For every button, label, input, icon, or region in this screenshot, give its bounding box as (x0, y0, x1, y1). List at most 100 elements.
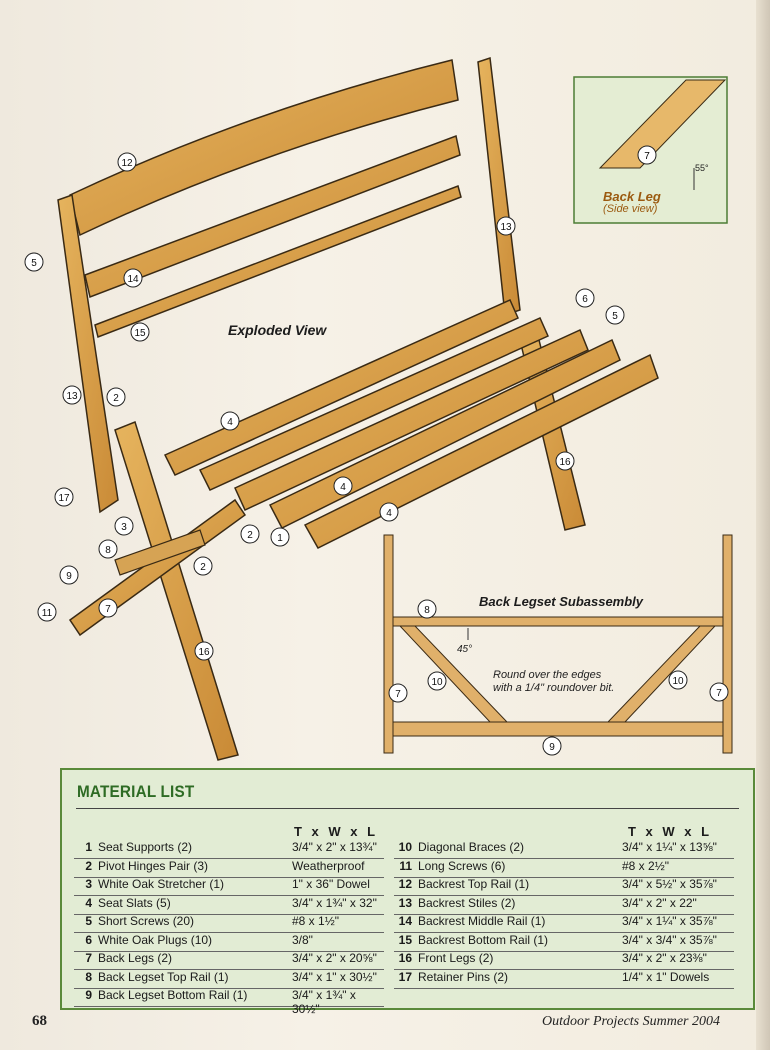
part-number: 16 (398, 951, 412, 965)
svg-text:6: 6 (582, 294, 588, 305)
part-name: Back Legset Bottom Rail (1) (98, 988, 248, 1002)
part-name: Diagonal Braces (2) (418, 840, 525, 854)
part-name: White Oak Stretcher (1) (98, 877, 225, 891)
part-name: Backrest Top Rail (1) (418, 877, 530, 891)
svg-text:5: 5 (31, 258, 37, 269)
svg-text:9: 9 (66, 571, 72, 582)
part-callout-7 (98, 598, 118, 618)
svg-text:10: 10 (672, 676, 684, 687)
svg-text:7: 7 (395, 689, 401, 700)
part-name: Front Legs (2) (418, 951, 494, 965)
part-number: 15 (398, 932, 412, 947)
part-callout-16b (194, 641, 214, 661)
backrest-middle-rail (84, 134, 461, 299)
svg-text:8: 8 (105, 545, 111, 556)
part-name: Back Legset Top Rail (1) (98, 969, 229, 984)
svg-text:4: 4 (386, 508, 392, 519)
material-list-rule (76, 808, 739, 809)
seat-slat-3 (234, 328, 589, 511)
part-dimensions: 3/4" x 1¾" x 32" (292, 895, 377, 910)
page-spine-shadow (756, 0, 770, 1050)
publication-footer: Outdoor Projects Summer 2004 (542, 1014, 720, 1029)
part-name: Seat Slats (5) (98, 895, 171, 910)
svg-text:2: 2 (247, 530, 253, 541)
part-dimensions: 3/4" x 5½" x 35⅞" (622, 877, 717, 891)
right-column-header: T x W x L (628, 824, 713, 839)
part-number: 17 (398, 969, 412, 984)
material-row: 12 Backrest Top Rail (1) 3/4" x 5½" x 35⅞" (394, 877, 734, 896)
back-leg-callout-subtitle: (Side view) (603, 203, 658, 215)
part-callout-2 (106, 387, 126, 407)
part-number: 12 (398, 877, 412, 891)
svg-text:13: 13 (500, 222, 512, 233)
part-name: Long Screws (6) (418, 858, 506, 873)
part-callout-3 (114, 516, 134, 536)
part-dimensions: 3/4" x 2" x 23⅜" (622, 951, 707, 965)
part-number: 5 (85, 914, 92, 928)
diagram-callout-8 (417, 599, 437, 619)
backrest-stile-right (477, 56, 521, 317)
part-callout-2b (240, 524, 260, 544)
part-number: 3 (85, 877, 92, 891)
part-dimensions: 3/4" x 2" x 22" (622, 895, 697, 910)
subassembly-title: Back Legset Subassembly (479, 594, 644, 609)
part-dimensions: #8 x 1½" (292, 914, 339, 928)
svg-text:4: 4 (227, 417, 233, 428)
svg-text:2: 2 (113, 393, 119, 404)
backrest-stile-left (57, 193, 119, 514)
part-callout-13b (62, 385, 82, 405)
page-number: 68 (32, 1013, 47, 1029)
material-row: 8 Back Legset Top Rail (1) 3/4" x 1" x 30½… (74, 970, 384, 989)
diagram-callout-10-right (668, 670, 688, 690)
part-dimensions: Weatherproof (292, 858, 365, 873)
part-number: 6 (85, 932, 92, 947)
exploded-view-label: Exploded View (228, 322, 327, 338)
svg-text:17: 17 (58, 493, 70, 504)
part-name: Short Screws (20) (98, 914, 195, 928)
part-number: 11 (399, 858, 412, 873)
svg-text:1: 1 (277, 533, 283, 544)
part-number: 1 (85, 840, 92, 854)
part-callout-5b (605, 305, 625, 325)
stretcher-dowel (114, 529, 206, 576)
svg-text:3: 3 (121, 522, 127, 533)
part-number: 4 (85, 895, 92, 910)
seat-slat-1 (163, 299, 519, 476)
diagram-callout-7-right (709, 682, 729, 702)
part-dimensions: 3/8" (292, 932, 313, 947)
part-callout-14 (123, 268, 143, 288)
part-dimensions: 3/4" x 3/4" x 35⅞" (622, 932, 717, 947)
backrest-top-rail (69, 59, 459, 237)
part-name: Pivot Hinges Pair (3) (98, 858, 209, 873)
part-dimensions: 3/4" x 2" x 13¾" (292, 840, 377, 854)
part-number: 9 (85, 988, 92, 1002)
svg-text:9: 9 (549, 742, 555, 753)
part-number: 8 (85, 969, 92, 984)
part-callout-1 (270, 527, 290, 547)
subassembly-note-line2: with a 1/4" roundover bit. (493, 682, 615, 694)
material-row: 16 Front Legs (2) 3/4" x 2" x 23⅜" (394, 951, 734, 970)
part-callout-8 (98, 539, 118, 559)
part-dimensions: 3/4" x 1" x 30½" (292, 969, 377, 984)
svg-text:12: 12 (121, 158, 133, 169)
svg-text:2: 2 (200, 562, 206, 573)
part-number: 13 (398, 895, 412, 910)
svg-text:14: 14 (127, 274, 139, 285)
backrest-bottom-rail (94, 185, 462, 339)
svg-text:16: 16 (198, 647, 210, 658)
part-callout-6 (575, 288, 595, 308)
front-leg (114, 421, 239, 761)
material-list-title: MATERIAL LIST (77, 782, 195, 801)
svg-text:7: 7 (644, 151, 650, 162)
svg-text:11: 11 (42, 608, 53, 619)
part-number: 10 (398, 840, 412, 854)
part-callout-4c (379, 502, 399, 522)
